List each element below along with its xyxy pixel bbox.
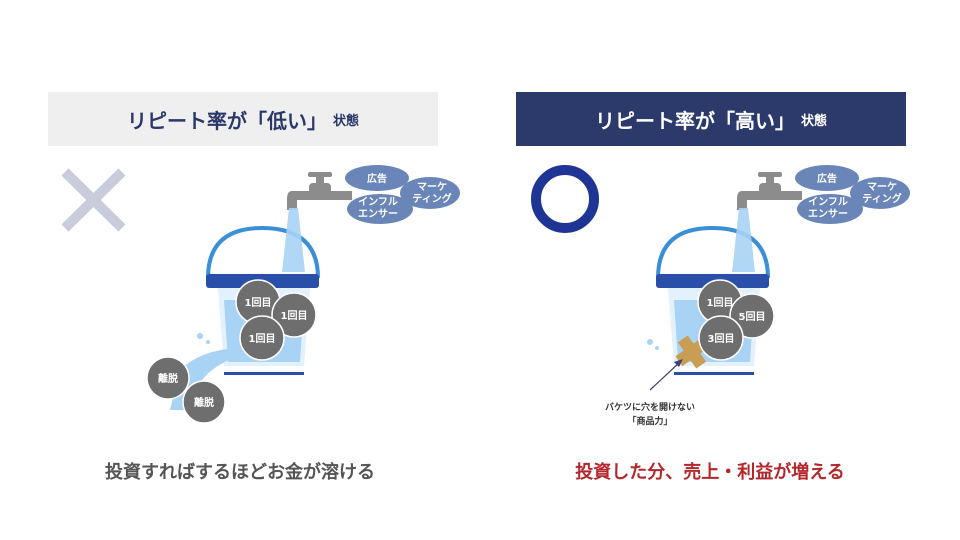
coin (271, 292, 317, 338)
cloud-influencer-2: エンサー (358, 208, 398, 220)
coin-label: 5回目 (739, 311, 766, 323)
high-repeat-title: リピート率が「高い」 (594, 108, 795, 133)
churn-coin (146, 356, 190, 400)
cloud-marketing-1: マーケ (417, 181, 447, 193)
marketing-clouds: 広告 マーケ ティング インフル エンサー (345, 165, 460, 224)
churn-label: 離脱 (158, 372, 178, 385)
coins (697, 279, 775, 361)
coin (729, 293, 775, 339)
cloud-marketing-2: ティング (862, 192, 901, 205)
high-repeat-caption: 投資した分、売上・利益が増える (575, 462, 845, 483)
cloud-marketing-2: ティング (412, 192, 451, 205)
circle-icon (531, 165, 599, 233)
low-repeat-caption: 投資すればするほどお金が溶ける (105, 462, 375, 483)
marketing-clouds: 広告 マーケ ティング インフル エンサー (795, 165, 910, 224)
low-repeat-header: リピート率が「低い」 状態 (48, 92, 438, 146)
coin-label: 1回目 (281, 310, 308, 322)
faucet-icon (737, 172, 802, 210)
note-text-2: 「商品力」 (627, 415, 672, 427)
cross-icon (61, 168, 126, 232)
low-repeat-title: リピート率が「低い」 (126, 108, 327, 133)
churn-coin (182, 380, 226, 424)
cloud-ad: 広告 (367, 172, 387, 185)
cloud-ad: 広告 (817, 172, 837, 185)
cloud-influencer-2: エンサー (808, 208, 848, 220)
cloud-influencer-1: インフル (808, 196, 848, 208)
high-repeat-header: リピート率が「高い」 状態 (516, 92, 906, 146)
coin-label: 1回目 (245, 297, 272, 309)
coin (698, 315, 744, 361)
arrow (649, 361, 681, 391)
coins (235, 279, 317, 361)
coin-label: 1回目 (707, 297, 734, 309)
coin (239, 315, 285, 361)
low-repeat-title-suffix: 状態 (332, 113, 359, 129)
cloud-marketing-1: マーケ (867, 181, 897, 193)
coin-label: 3回目 (708, 333, 735, 345)
faucet-icon (287, 172, 352, 210)
note-text-1: バケツに穴を開けない (605, 401, 695, 413)
high-repeat-title-suffix: 状態 (800, 113, 827, 129)
coin-label: 1回目 (249, 333, 276, 345)
churn-label: 離脱 (194, 396, 214, 409)
cloud-influencer-1: インフル (358, 196, 398, 208)
